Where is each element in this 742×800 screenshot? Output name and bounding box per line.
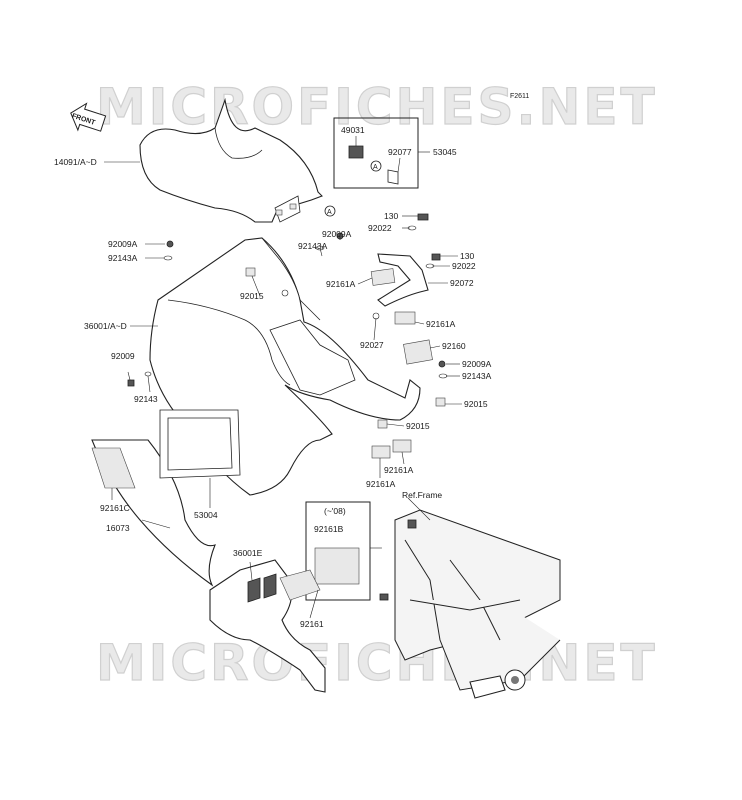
label-92077: 92077 bbox=[388, 147, 412, 157]
frame-reference bbox=[379, 509, 561, 699]
label-92022-a: 92022 bbox=[368, 223, 392, 233]
label-92027: 92027 bbox=[360, 340, 384, 350]
sticker-92161a-2 bbox=[394, 311, 416, 325]
label-92161a-a: 92161A bbox=[326, 279, 356, 289]
callout-a-circle bbox=[324, 205, 336, 217]
lower-cover-36001e bbox=[209, 559, 326, 693]
kit-box bbox=[305, 501, 382, 601]
watermark-bottom: MICROFICHES.NET bbox=[96, 634, 658, 692]
sticker-92161a-1 bbox=[370, 268, 396, 286]
label-16073: 16073 bbox=[106, 523, 130, 533]
label-36001e: 36001E bbox=[233, 548, 263, 558]
bracket-92072 bbox=[377, 253, 429, 307]
label-92072: 92072 bbox=[450, 278, 474, 288]
label-36001: 36001/A~D bbox=[84, 321, 127, 331]
label-92009a-b: 92009A bbox=[322, 229, 352, 239]
label-92161a-d: 92161A bbox=[366, 479, 396, 489]
label-92009a-c: 92009A bbox=[462, 359, 492, 369]
sticker-92161a-3 bbox=[371, 445, 391, 459]
figure-code: F2611 bbox=[510, 93, 529, 100]
part-labels: 14091/A~D 49031 92077 53045 130 92022 92… bbox=[54, 125, 492, 629]
callout-a: A bbox=[327, 209, 332, 216]
label-53004: 53004 bbox=[194, 510, 218, 520]
sticker-92161a-4 bbox=[392, 439, 412, 453]
detail-callout-a: A bbox=[373, 164, 378, 171]
label-92161a-c: 92161A bbox=[384, 465, 414, 475]
label-49031: 49031 bbox=[341, 125, 365, 135]
side-panel-16073 bbox=[91, 409, 241, 587]
label-92161b: 92161B bbox=[314, 524, 344, 534]
seat-cowl bbox=[139, 97, 323, 223]
watermark-top: MICROFICHES.NET bbox=[96, 78, 658, 136]
label-14091: 14091/A~D bbox=[54, 157, 97, 167]
label-92015-b: 92015 bbox=[464, 399, 488, 409]
label-92015-c: 92015 bbox=[406, 421, 430, 431]
label-130-b: 130 bbox=[460, 251, 474, 261]
label-92161a-b: 92161A bbox=[426, 319, 456, 329]
front-arrow-icon: FRONT bbox=[70, 102, 107, 132]
leader-lines bbox=[111, 215, 462, 619]
label-92143: 92143 bbox=[134, 394, 158, 404]
label-92161c: 92161C bbox=[100, 503, 130, 513]
label-92022-b: 92022 bbox=[452, 261, 476, 271]
sticker-92161b bbox=[314, 547, 360, 585]
detail-box: A bbox=[333, 117, 430, 189]
label-130-a: 130 bbox=[384, 211, 398, 221]
label-53045: 53045 bbox=[433, 147, 457, 157]
label-kit-variant: (~'08) bbox=[324, 506, 346, 516]
fasteners bbox=[127, 213, 448, 429]
label-92015-a: 92015 bbox=[240, 291, 264, 301]
label-92143a-c: 92143A bbox=[462, 371, 492, 381]
label-92009: 92009 bbox=[111, 351, 135, 361]
label-ref-frame: Ref.Frame bbox=[402, 490, 442, 500]
label-92161: 92161 bbox=[300, 619, 324, 629]
label-92143a-a: 92143A bbox=[108, 253, 138, 263]
label-92009a-a: 92009A bbox=[108, 239, 138, 249]
sticker-92160 bbox=[403, 339, 433, 365]
label-92160: 92160 bbox=[442, 341, 466, 351]
label-92143a-b: 92143A bbox=[298, 241, 328, 251]
